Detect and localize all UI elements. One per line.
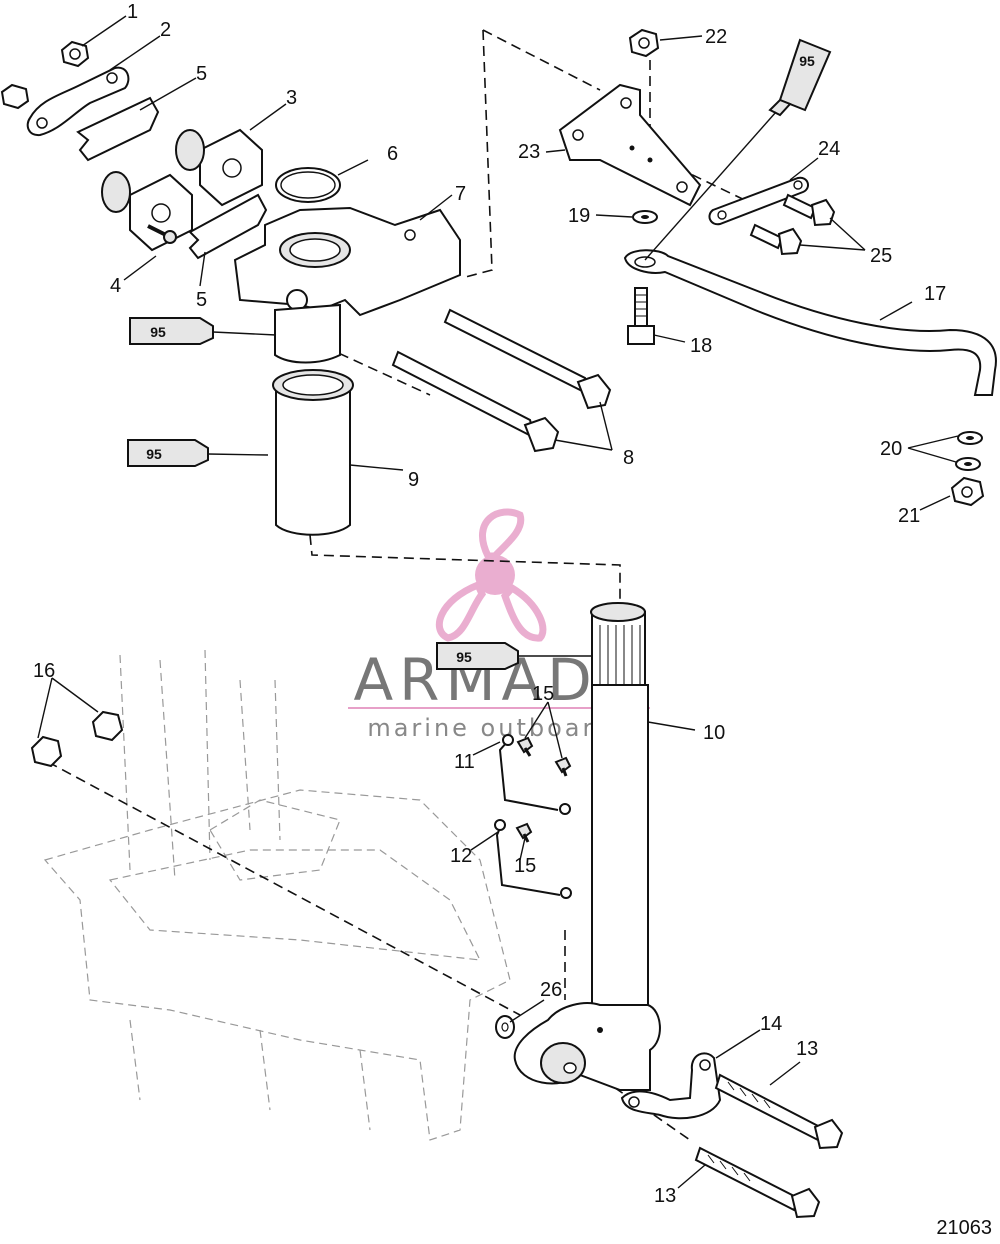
part-4-screw [147,224,177,244]
part-16-nut-lower [30,735,63,768]
callout-7: 7 [455,183,466,205]
part-15-screw-b [554,756,572,777]
callout-16: 16 [33,660,55,682]
watermark-tagline: marine outboards [367,714,628,742]
part-20-washer-upper [957,431,983,445]
part-12-ground-strap [494,819,572,899]
part-22-nut [628,28,660,58]
callout-8: 8 [623,447,634,469]
part-16-nut-upper [91,710,124,742]
part-13-bolt-upper [714,1073,844,1150]
callout-19: 19 [568,205,590,227]
part-14-clamp [620,1052,722,1120]
callout-26: 26 [540,979,562,1001]
part-25-bolt-upper [782,193,836,227]
callout-3: 3 [286,87,297,109]
callout-23: 23 [518,141,540,163]
part-15-screw-c [515,822,533,843]
callout-25: 25 [870,245,892,267]
part-8-bolt-lower [391,350,560,453]
callout-4: 4 [110,275,121,297]
callout-5b: 5 [196,289,207,311]
svg-text:95: 95 [456,649,472,665]
part-7-swivel-bracket [233,206,461,364]
sealant-tube-icon: 95 [644,38,832,261]
part-3-mount-lower [101,171,193,252]
callout-20: 20 [880,438,902,460]
leader-lines [37,15,959,1189]
part-19-washer [632,210,658,224]
drive-housing-ghost [43,649,511,1141]
part-2-link-plate [26,66,130,137]
svg-text:95: 95 [150,324,166,340]
callout-6: 6 [387,143,398,165]
part-9-bushing [272,369,354,536]
callout-labels: 1 2 3 4 5 5 6 7 8 9 10 11 12 13 13 14 15… [33,1,946,1207]
callout-10: 10 [703,722,725,744]
svg-text:95: 95 [146,446,162,462]
callout-13a: 13 [796,1038,818,1060]
part-26-washer [495,1015,515,1039]
callout-12: 12 [450,845,472,867]
part-20-washer-lower [955,457,981,471]
part-1-nut [0,40,90,110]
callout-2: 2 [160,19,171,41]
part-3-mount-upper [175,128,263,207]
callout-11: 11 [454,751,475,773]
part-18-stud [627,287,655,345]
part-25-bolt-lower [749,223,803,256]
part-6-o-ring [275,167,341,203]
diagram-id: 21063 [936,1217,992,1239]
part-23-bracket-plate [558,83,702,207]
part-8-bolt-upper [443,308,612,410]
callout-15a: 15 [532,683,554,705]
part-5-strip-upper [76,96,160,162]
part-5-strip-lower [188,193,268,260]
svg-text:95: 95 [799,53,815,69]
callout-18: 18 [690,335,712,357]
sealant-tube-icon: 95 [436,642,592,670]
part-24-link [708,176,809,226]
callout-9: 9 [408,469,419,491]
callout-5a: 5 [196,63,207,85]
part-13-bolt-lower [694,1146,821,1219]
callout-17: 17 [924,283,946,305]
callout-14: 14 [760,1013,782,1035]
callout-22: 22 [705,26,727,48]
callout-21: 21 [898,505,920,527]
part-15-screw-a [516,736,534,757]
sealant-tube-icon: 95 [127,439,269,467]
part-10-steering-tube [513,602,661,1091]
callout-1: 1 [127,1,138,23]
propeller-logo-icon [435,508,547,642]
callout-24: 24 [818,138,840,160]
callout-13b: 13 [654,1185,676,1207]
part-21-nut [950,476,985,507]
part-17-steering-arm [623,249,997,396]
sealant-tube-icon: 95 [129,317,277,345]
part-11-ground-strap [498,734,571,815]
callout-15b: 15 [514,855,536,877]
